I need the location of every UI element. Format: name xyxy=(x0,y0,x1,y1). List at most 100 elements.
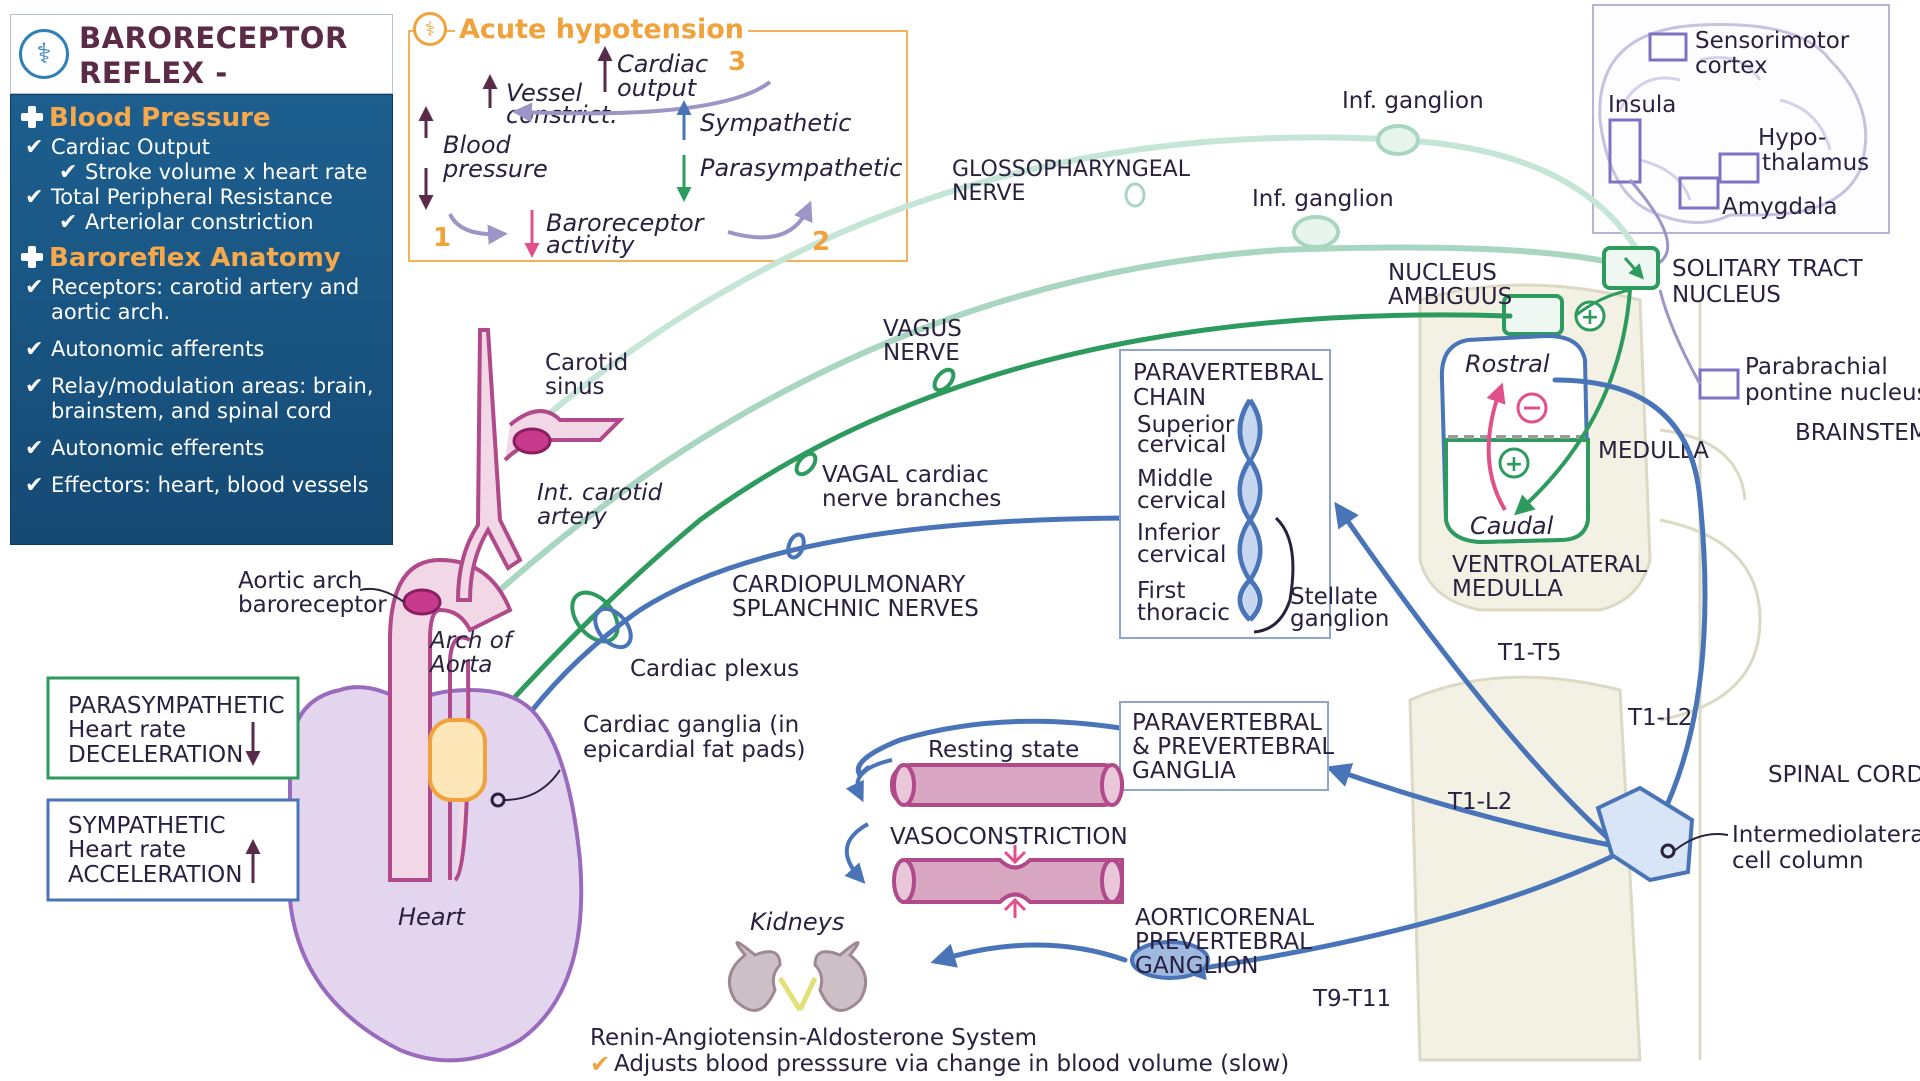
label-t1-l2-a: T1-L2 xyxy=(1627,705,1692,731)
list-item-text: Cardiac Output xyxy=(51,135,210,159)
label-glossopharyngeal-1: GLOSSOPHARYNGEAL xyxy=(952,157,1191,182)
label-parasympathetic: Parasympathetic xyxy=(700,154,902,182)
svg-text:Sensorimotor: Sensorimotor xyxy=(1695,28,1850,54)
label-parabrachial-1: Parabrachial xyxy=(1745,354,1888,380)
svg-text:pressure: pressure xyxy=(442,155,548,183)
blood-vessels: Resting state VASOCONSTRICTION xyxy=(844,737,1128,918)
label-inferior-cervical-2: cervical xyxy=(1137,542,1226,568)
list-item: ✔ Effectors: heart, blood vessels xyxy=(21,473,382,498)
label-vessel-1: Vessel xyxy=(506,79,583,107)
label-symp-box-3: ACCELERATION xyxy=(68,862,242,888)
label-symp-box-1: SYMPATHETIC xyxy=(68,813,226,839)
label-insula: Insula xyxy=(1608,92,1676,118)
label-brainstem: BRAINSTEM xyxy=(1795,420,1920,446)
label-nucleus-ambiguus-2: AMBIGUUS xyxy=(1388,284,1512,310)
label-intermediolateral-2: cell column xyxy=(1732,848,1864,874)
label-int-carotid-2: artery xyxy=(537,504,607,530)
label-symp-box-2: Heart rate xyxy=(68,837,186,863)
list-item-text: brainstem, and spinal cord xyxy=(51,399,332,423)
label-aortic-baro-1: Aortic arch xyxy=(238,568,363,594)
label-rostral: Rostral xyxy=(1465,350,1550,378)
svg-text:Vessel: Vessel xyxy=(506,79,583,107)
svg-text:Hypo-: Hypo- xyxy=(1758,125,1826,151)
label-cardiac-output-2: output xyxy=(617,74,698,102)
label-first-thoracic-1: First xyxy=(1137,578,1185,604)
label-spinal-cord: SPINAL CORD xyxy=(1768,762,1920,788)
label-cardiac-ganglia-1: Cardiac ganglia (in xyxy=(583,712,799,738)
list-item-text: Total Peripheral Resistance xyxy=(51,185,333,209)
label-aortic-baro-2: baroreceptor xyxy=(238,592,387,618)
label-para-pre-2: & PREVERTEBRAL xyxy=(1132,734,1334,760)
label-hypothalamus-2: thalamus xyxy=(1762,150,1869,176)
svg-text:Baroreceptor: Baroreceptor xyxy=(546,209,706,237)
plus-icon xyxy=(21,246,43,268)
caduceus-icon: ⚕ xyxy=(19,29,69,79)
afferent-nerves xyxy=(497,124,1643,593)
label-carotid-sinus-1: Carotid xyxy=(545,350,628,376)
label-raas-note: Adjusts blood presssure via change in bl… xyxy=(614,1051,1289,1077)
check-icon: ✔ xyxy=(25,275,44,300)
title-line-1: BARORECEPTOR xyxy=(79,21,348,55)
label-raas: Renin-Angiotensin-Aldosterone System xyxy=(590,1025,1037,1051)
label-baro-activity-2: activity xyxy=(546,231,635,259)
svg-text:output: output xyxy=(617,74,698,102)
parabrachial-nucleus: Parabrachial pontine nucleus xyxy=(1658,289,1920,406)
label-cardiopulmonary-1: CARDIOPULMONARY xyxy=(732,572,966,598)
list-item: ✔ Total Peripheral Resistance xyxy=(21,185,382,210)
label-inferior-cervical-1: Inferior xyxy=(1137,520,1221,546)
list-item: ✔Autonomic afferents xyxy=(21,337,382,362)
parasympathetic-effect-box: PARASYMPATHETIC Heart rate DECELERATION xyxy=(46,676,300,780)
label-t1-t5: T1-T5 xyxy=(1497,640,1562,666)
label-resting-state: Resting state xyxy=(928,737,1079,763)
list-item-text: Effectors: heart, blood vessels xyxy=(51,473,369,497)
nucleus-ambiguus: + NUCLEUS AMBIGUUS xyxy=(1388,260,1631,336)
label-para-box-3: DECELERATION xyxy=(68,742,243,768)
label-step-3: 3 xyxy=(728,47,746,77)
check-icon: ✔ xyxy=(25,374,44,399)
solitary-tract-nucleus: SOLITARY TRACT NUCLEUS xyxy=(1602,246,1864,308)
label-superior-cervical-2: cervical xyxy=(1137,432,1226,458)
label-ventrolateral-1: VENTROLATERAL xyxy=(1452,552,1647,578)
check-icon: ✔ xyxy=(25,185,44,210)
label-inf-ganglion-1: Inf. ganglion xyxy=(1342,88,1484,114)
check-icon: ✔ xyxy=(25,473,44,498)
svg-text:activity: activity xyxy=(546,231,635,259)
label-vagus-2: NERVE xyxy=(883,340,960,366)
check-icon: ✔ xyxy=(59,210,78,235)
check-icon: ✔ xyxy=(25,135,44,160)
label-superior-cervical-1: Superior xyxy=(1137,412,1235,438)
ventrolateral-medulla: + Rostral Caudal MEDULLA VENTROLATERAL M… xyxy=(1439,289,1709,602)
svg-text:thalamus: thalamus xyxy=(1762,150,1869,176)
label-middle-cervical-1: Middle xyxy=(1137,466,1213,492)
label-aorticorenal-2: PREVERTEBRAL xyxy=(1135,929,1312,955)
label-ventrolateral-2: MEDULLA xyxy=(1452,576,1563,602)
section-heading-baroreflex: Baroreflex Anatomy xyxy=(21,241,382,275)
list-item-text: Receptors: carotid artery and xyxy=(51,275,360,299)
plus-icon xyxy=(21,106,43,128)
heading-label: Blood Pressure xyxy=(49,103,271,133)
para-prevertebral-ganglia-box: PARAVERTEBRAL & PREVERTEBRAL GANGLIA xyxy=(1119,701,1334,791)
label-t1-l2-b: T1-L2 xyxy=(1447,789,1512,815)
acute-hypotension-box xyxy=(408,30,908,262)
label-cardiac-output-1: Cardiac xyxy=(617,50,708,78)
brain-illustration: Sensorimotor cortex Insula Hypo- thalamu… xyxy=(1598,22,1869,276)
svg-text:+: + xyxy=(1505,452,1523,477)
label-hypothalamus-1: Hypo- xyxy=(1758,125,1826,151)
label-para-box-2: Heart rate xyxy=(68,717,186,743)
check-icon: ✔ xyxy=(590,1050,610,1078)
label-vagus-1: VAGUS xyxy=(883,316,962,342)
label-vasoconstriction: VASOCONSTRICTION xyxy=(890,824,1128,850)
label-baro-activity-1: Baroreceptor xyxy=(546,209,706,237)
label-cardiopulmonary-2: SPLANCHNIC NERVES xyxy=(732,596,979,622)
label-para-pre-1: PARAVERTEBRAL xyxy=(1132,710,1322,736)
list-item: ✔Autonomic efferents xyxy=(21,436,382,461)
vagus-afferent-nerve xyxy=(497,244,1643,593)
list-item: ✔Arteriolar constriction xyxy=(21,210,382,235)
list-item-text: Stroke volume x heart rate xyxy=(85,160,368,184)
label-parabrachial-2: pontine nucleus xyxy=(1745,380,1920,406)
summary-panel: Blood Pressure ✔ Cardiac Output ✔ Stroke v… xyxy=(10,94,393,545)
heading-label: Baroreflex Anatomy xyxy=(49,243,341,273)
label-step-1: 1 xyxy=(433,223,451,253)
